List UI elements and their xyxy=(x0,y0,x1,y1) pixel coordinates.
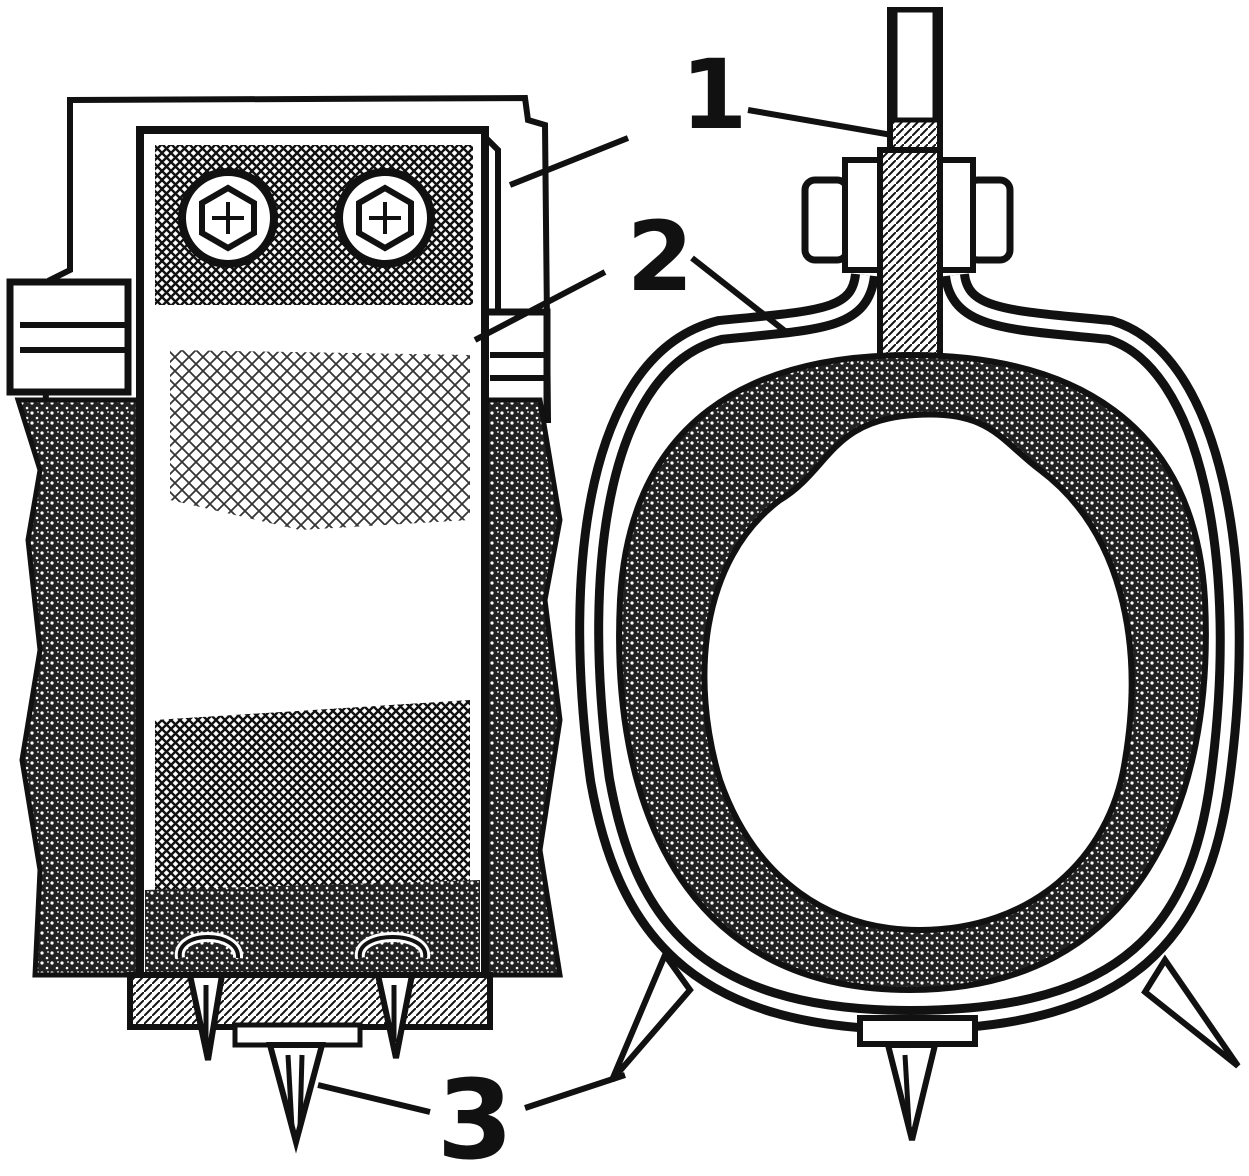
spike-center xyxy=(266,1042,326,1154)
top-nut-left xyxy=(801,176,851,264)
leader-3-left xyxy=(317,1082,431,1115)
callout-1: 1 xyxy=(681,39,748,151)
flange xyxy=(127,972,493,1030)
spike-left xyxy=(174,932,243,1061)
spike-section-bottom xyxy=(884,1042,939,1141)
tube-lining-left xyxy=(14,397,143,978)
plate-shade-upper xyxy=(170,350,470,530)
left-view-clamp xyxy=(6,94,563,1154)
leader-lines xyxy=(317,107,893,1115)
callout-3: 3 xyxy=(437,1056,514,1176)
plate-bottom-band xyxy=(145,880,480,985)
leader-1-left xyxy=(508,135,630,188)
rib-left xyxy=(6,278,132,396)
lining-ring xyxy=(616,351,1209,994)
tube-lining-right xyxy=(467,397,563,978)
leader-2-left xyxy=(473,269,607,343)
callout-2: 2 xyxy=(627,201,694,313)
leader-2-right xyxy=(690,255,792,338)
spike-section-right xyxy=(1141,954,1241,1069)
leader-3-right xyxy=(524,1072,626,1111)
spike-section-left xyxy=(609,948,694,1082)
right-view-section xyxy=(575,7,1244,1141)
leader-1-right xyxy=(747,107,893,138)
spike-right xyxy=(354,932,431,1059)
bottom-plate xyxy=(857,1015,978,1047)
